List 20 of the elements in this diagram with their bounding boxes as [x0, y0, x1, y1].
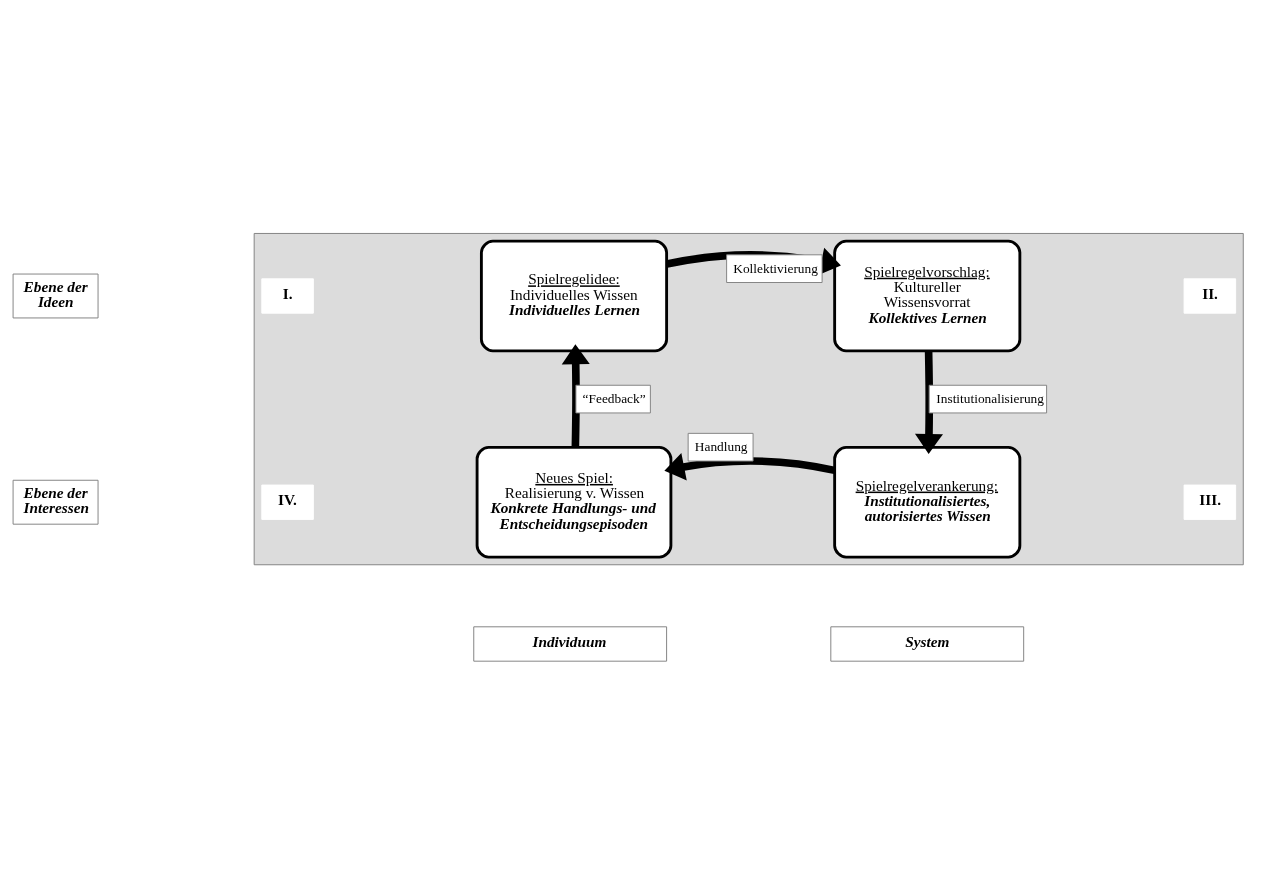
edge-label: Handlung — [694, 438, 748, 454]
node-box: Spielregelvorschlag: Kultureller Wissensvorrat Kollektives Lernen — [833, 239, 1022, 352]
label: II. — [1202, 284, 1218, 302]
label: I. — [282, 284, 293, 302]
label: IV. — [278, 490, 297, 508]
edge-label: Kollektivierung — [733, 260, 818, 276]
arrow — [561, 343, 590, 447]
node-box: Ebene der Ideen — [12, 273, 99, 318]
node-box: System — [830, 625, 1025, 662]
arrow — [914, 350, 944, 454]
node-box: Neues Spiel: Realisierung v. Wissen Konkrete Handlungs- und Entscheidungsepisoden — [475, 445, 673, 559]
edge-label: “Feedback” — [582, 390, 646, 406]
cluster — [253, 232, 1244, 565]
node-box: Spielregelverankerung: Institutionalisiertes, autorisiertes Wissen — [833, 445, 1022, 559]
node-box: Spielregelidee: Individuelles Wissen Individuelles Lernen — [479, 239, 669, 352]
node-box: Individuum — [473, 625, 668, 662]
arrow — [664, 452, 836, 481]
label: III. — [1199, 490, 1221, 508]
node-box: Ebene der Interessen — [12, 479, 99, 525]
edge-label: Institutionalisierung — [936, 390, 1044, 406]
